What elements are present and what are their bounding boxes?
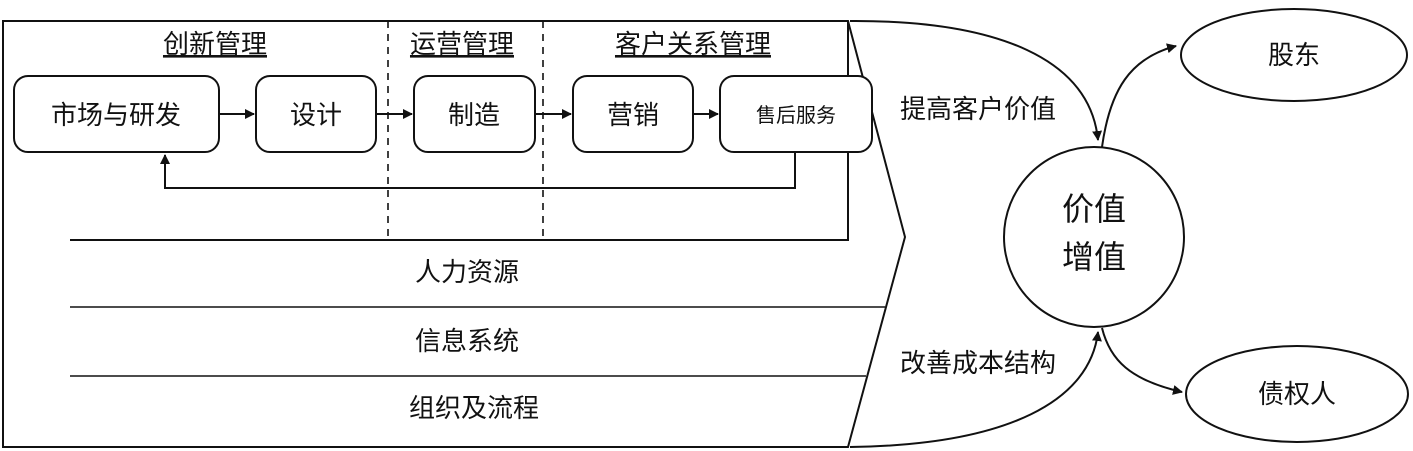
support-information-systems: 信息系统	[415, 327, 519, 357]
process-label-after-sales: 售后服务	[756, 103, 836, 127]
support-human-resources: 人力资源	[415, 258, 519, 288]
arrow-value-to-creditors	[1101, 327, 1183, 395]
shareholders-label: 股东	[1268, 41, 1320, 71]
value-label-line1: 价值	[1062, 190, 1126, 228]
value-label-line2: 增值	[1062, 238, 1126, 276]
process-label-manufacturing: 制造	[448, 101, 500, 131]
outer-frame	[2, 20, 907, 448]
creditors-label: 债权人	[1258, 380, 1336, 410]
arrow-top-to-value	[849, 19, 1103, 141]
driver-improve-cost: 改善成本结构	[900, 349, 1056, 379]
value-circle	[1003, 146, 1185, 328]
arrow-value-to-shareholders	[1101, 43, 1177, 148]
feedback-arrow	[160, 152, 796, 189]
creditors-ellipse	[1185, 345, 1409, 443]
shareholders-ellipse	[1180, 8, 1408, 102]
process-label-market-rd: 市场与研发	[51, 101, 181, 131]
section-customer: 客户关系管理	[615, 30, 771, 60]
support-organization-process: 组织及流程	[409, 394, 539, 424]
process-label-design: 设计	[290, 101, 342, 131]
section-operations: 运营管理	[410, 30, 514, 60]
process-label-marketing: 营销	[607, 101, 659, 131]
arrow-bottom-to-value	[849, 331, 1102, 448]
driver-increase-value: 提高客户价值	[900, 95, 1056, 125]
section-innovation: 创新管理	[163, 30, 267, 60]
